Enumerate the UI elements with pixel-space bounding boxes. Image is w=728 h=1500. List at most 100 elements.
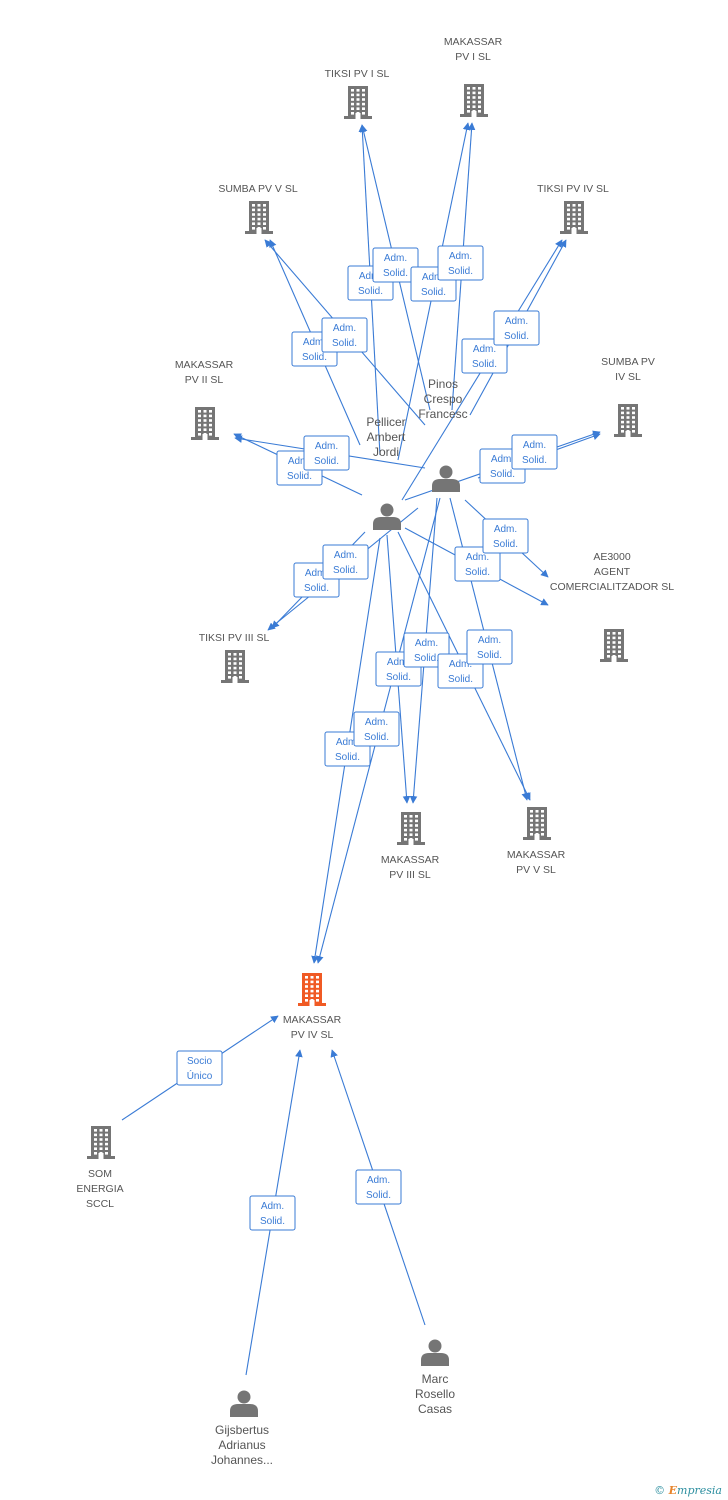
node-label[interactable]: Francesc: [418, 407, 467, 421]
node-mak4[interactable]: MAKASSAR PV IV SL: [283, 973, 342, 1041]
edge-label-text: Socio: [187, 1056, 212, 1067]
edge-label-text: Solid.: [477, 650, 502, 661]
node-label[interactable]: PV II SL: [185, 374, 224, 386]
edge-label-text: Adm.: [491, 454, 514, 465]
node-label[interactable]: SUMBA PV V SL: [218, 183, 298, 195]
node-label[interactable]: Crespo: [424, 392, 463, 406]
node-label[interactable]: PV IV SL: [291, 1029, 334, 1041]
node-label[interactable]: Johannes...: [211, 1453, 273, 1467]
node-label[interactable]: MAKASSAR: [381, 854, 440, 866]
edge-label-box: [249, 1195, 296, 1231]
node-label[interactable]: Ambert: [367, 430, 406, 444]
edge-label-pinos-to-tiksi4[interactable]: Adm.Solid.: [493, 310, 540, 346]
building-icon[interactable]: [460, 84, 488, 117]
node-label[interactable]: PV III SL: [389, 869, 431, 881]
node-mak2[interactable]: MAKASSAR PV II SL: [175, 359, 234, 440]
node-mak1[interactable]: MAKASSAR PV I SL: [444, 36, 503, 117]
person-icon[interactable]: [230, 1390, 258, 1418]
node-label[interactable]: Casas: [418, 1402, 452, 1416]
node-mak5[interactable]: MAKASSAR PV V SL: [507, 807, 566, 876]
node-tiksi3[interactable]: TIKSI PV III SL: [199, 632, 270, 683]
edge-label-pellicer-to-ae3000[interactable]: Adm.Solid.: [454, 546, 501, 582]
edge-label-pinos-to-mak5[interactable]: Adm.Solid.: [466, 629, 513, 665]
node-label[interactable]: TIKSI PV III SL: [199, 632, 270, 644]
node-label[interactable]: MAKASSAR: [283, 1014, 342, 1026]
edge-label-text: Solid.: [386, 672, 411, 683]
node-tiksi4[interactable]: TIKSI PV IV SL: [537, 183, 609, 234]
edge-label-text: Adm.: [333, 323, 356, 334]
node-label[interactable]: TIKSI PV IV SL: [537, 183, 609, 195]
node-label[interactable]: Gijsbertus: [215, 1423, 269, 1437]
edge-label-text: Único: [187, 1069, 213, 1082]
edge-label-text: Adm.: [387, 657, 410, 668]
building-icon[interactable]: [614, 404, 642, 437]
building-icon[interactable]: [560, 201, 588, 234]
node-label[interactable]: Pellicer: [366, 415, 405, 429]
brand-initial: E: [668, 1484, 678, 1497]
edge-label-gijs-to-mak4[interactable]: Adm.Solid.: [249, 1195, 296, 1231]
building-icon[interactable]: [221, 650, 249, 683]
node-label[interactable]: MAKASSAR: [507, 849, 566, 861]
edge-label-marc-to-mak4[interactable]: Adm.Solid.: [355, 1169, 402, 1205]
node-label[interactable]: AE3000: [593, 551, 631, 563]
node-gijs[interactable]: GijsbertusAdrianusJohannes...: [211, 1390, 273, 1468]
edge-label-text: Solid.: [448, 674, 473, 685]
node-label[interactable]: SCCL: [86, 1198, 114, 1210]
node-label[interactable]: Adrianus: [218, 1438, 265, 1452]
edge-label-text: Adm.: [288, 456, 311, 467]
edge-label-text: Solid.: [314, 456, 339, 467]
edge-label-text: Adm.: [365, 717, 388, 728]
node-label[interactable]: MAKASSAR: [444, 36, 503, 48]
node-label[interactable]: Jordi: [373, 445, 399, 459]
node-sumba4[interactable]: SUMBA PV IV SL: [601, 356, 655, 437]
building-icon[interactable]: [191, 407, 219, 440]
node-label[interactable]: IV SL: [615, 371, 641, 383]
node-tiksi1[interactable]: TIKSI PV I SL: [325, 68, 390, 119]
edge-label-pinos-to-sumba4[interactable]: Adm.Solid.: [511, 434, 558, 470]
building-icon[interactable]: [87, 1126, 115, 1159]
person-icon[interactable]: [421, 1339, 449, 1367]
edge-label-pinos-to-ae3000[interactable]: Adm.Solid.: [482, 518, 529, 554]
edge-label-pinos-to-mak4[interactable]: Adm.Solid.: [353, 711, 400, 747]
edge-label-text: Solid.: [421, 287, 446, 298]
node-label[interactable]: TIKSI PV I SL: [325, 68, 390, 80]
node-label[interactable]: Pinos: [428, 377, 458, 391]
edge-label-pinos-to-tiksi3[interactable]: Adm.Solid.: [322, 544, 369, 580]
edge-label-box: [437, 245, 484, 281]
person-icon[interactable]: [432, 465, 460, 493]
building-icon[interactable]: [344, 86, 372, 119]
edge-label-pinos-to-sumba5[interactable]: Adm.Solid.: [321, 317, 368, 353]
node-label[interactable]: SOM: [88, 1168, 112, 1180]
node-label[interactable]: SUMBA PV: [601, 356, 655, 368]
edge-label-text: Adm.: [466, 552, 489, 563]
edge-label-pinos-to-tiksi1[interactable]: Adm.Solid.: [372, 247, 419, 283]
node-label[interactable]: ENERGIA: [76, 1183, 123, 1195]
node-label[interactable]: PV V SL: [516, 864, 556, 876]
building-icon[interactable]: [298, 973, 326, 1006]
node-mak3[interactable]: MAKASSAR PV III SL: [381, 812, 440, 881]
node-som[interactable]: SOM ENERGIA SCCL: [76, 1126, 124, 1210]
building-icon[interactable]: [397, 812, 425, 845]
node-label[interactable]: MAKASSAR: [175, 359, 234, 371]
edge-label-text: Solid.: [504, 331, 529, 342]
person-icon[interactable]: [373, 503, 401, 531]
node-label[interactable]: COMERCIALITZADOR SL: [550, 581, 674, 593]
node-label[interactable]: PV I SL: [455, 51, 491, 63]
node-label[interactable]: Marc: [422, 1372, 449, 1386]
edge-label-pellicer-to-tiksi4[interactable]: Adm.Solid.: [461, 338, 508, 374]
node-label[interactable]: Rosello: [415, 1387, 455, 1401]
building-icon[interactable]: [523, 807, 551, 840]
building-icon[interactable]: [245, 201, 273, 234]
node-sumba5[interactable]: SUMBA PV V SL: [218, 183, 298, 234]
edge-label-box: [511, 434, 558, 470]
edge-label-pinos-to-mak2[interactable]: Adm.Solid.: [303, 435, 350, 471]
building-icon[interactable]: [600, 629, 628, 662]
node-label[interactable]: AGENT: [594, 566, 631, 578]
edge-label-pinos-to-mak1[interactable]: Adm.Solid.: [437, 245, 484, 281]
